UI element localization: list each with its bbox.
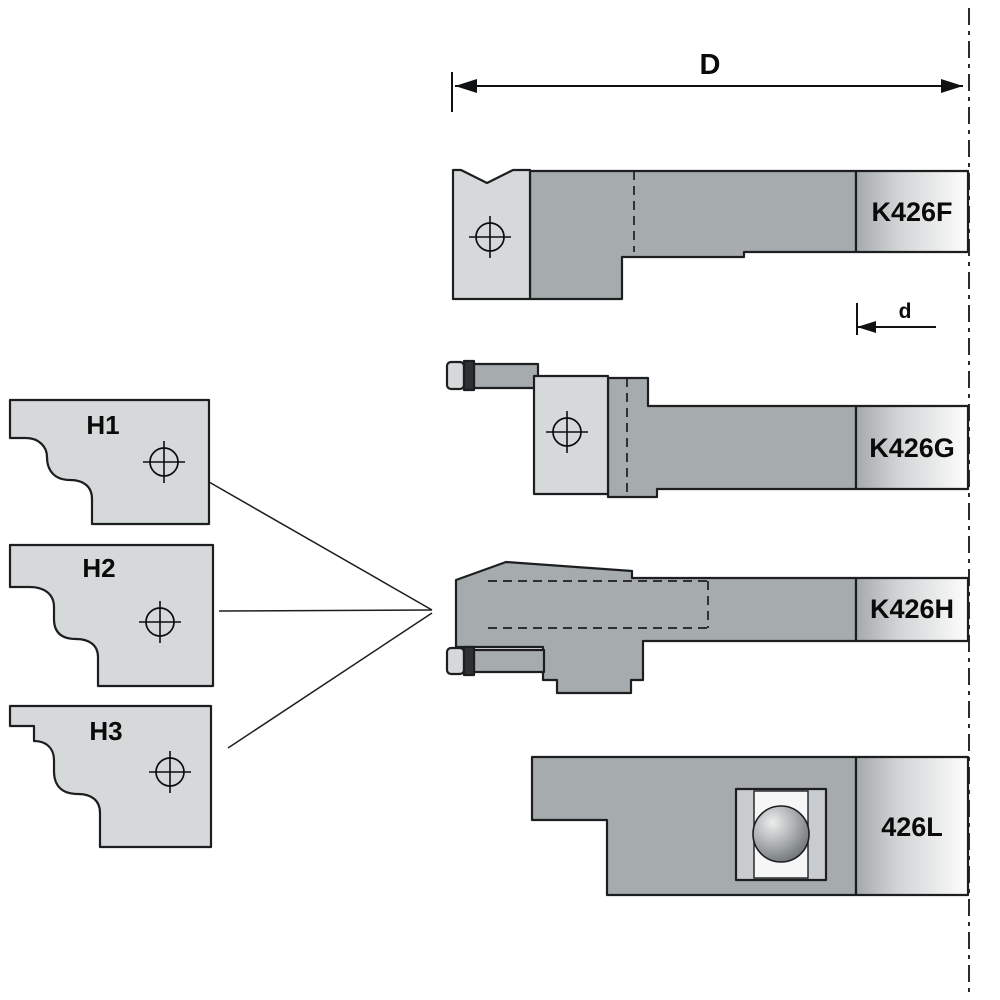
leader-line-h1: [208, 481, 433, 611]
knife-shaft: [472, 362, 540, 390]
profile-plate: [8, 398, 211, 526]
profile-H2: H2: [8, 543, 215, 688]
leader-line-h3: [227, 612, 433, 749]
profile-label: H2: [82, 553, 115, 583]
cutter-K426H: K426H: [445, 560, 970, 695]
cutter-label: 426L: [881, 812, 943, 842]
label-band: [854, 404, 970, 491]
cutter-K426F: K426F: [451, 168, 970, 301]
cutter-label: K426F: [871, 197, 952, 227]
cutter-K426G: K426G: [445, 359, 970, 499]
cutter-body: [528, 169, 858, 301]
cutter-label: K426H: [870, 594, 954, 624]
knife-holder: [451, 168, 532, 301]
knife-holder: [532, 374, 610, 496]
knife-clamp: [462, 645, 476, 677]
dimension-d-label: d: [899, 300, 912, 323]
profile-H1: H1: [8, 398, 211, 526]
profile-plate: [8, 543, 215, 688]
dimension-D-label: D: [700, 49, 721, 81]
profile-plate: [8, 704, 213, 849]
profile-H3: H3: [8, 704, 213, 849]
cutter-label: K426G: [869, 433, 955, 463]
arrow-left-icon: [455, 79, 477, 93]
knife-clamp: [462, 359, 476, 392]
arrow-right-icon: [941, 79, 963, 93]
knife-tip: [445, 360, 466, 391]
arrow-left-icon: [857, 321, 876, 333]
knife-tip: [445, 646, 466, 676]
profile-label: H1: [86, 410, 119, 440]
label-band: [854, 755, 970, 897]
label-band: [854, 576, 970, 643]
bearing-ball: [752, 805, 810, 863]
leader-line-h2: [218, 609, 433, 612]
cutter-426L: 426L: [530, 755, 970, 897]
profile-label: H3: [89, 716, 122, 746]
leader-lines: [208, 481, 433, 749]
cutter-body: [606, 376, 858, 499]
dimension-d: d: [856, 300, 936, 335]
knife-shaft: [472, 648, 546, 674]
dimension-D: D: [451, 49, 963, 112]
label-band: [854, 169, 970, 254]
